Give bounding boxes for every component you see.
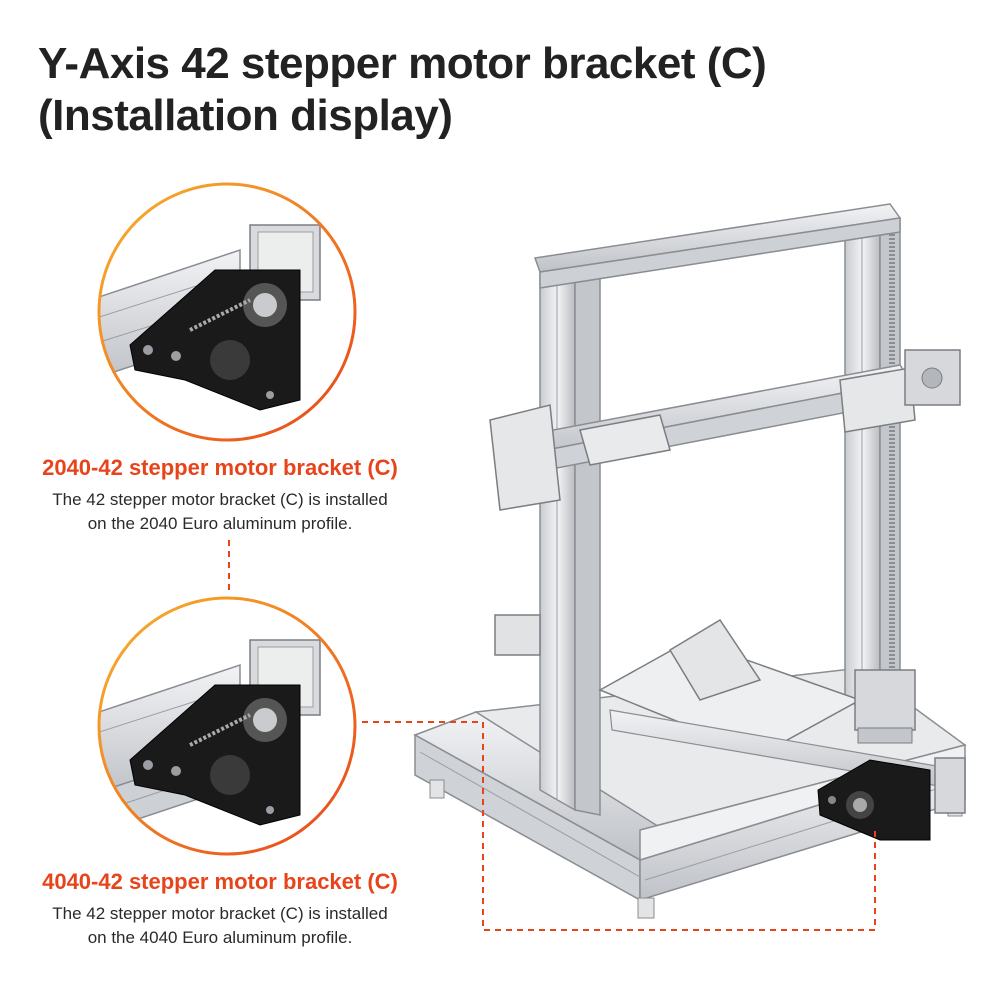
callout-desc-line: on the 4040 Euro aluminum profile. (87, 928, 353, 947)
callout-desc-line: on the 2040 Euro aluminum profile. (87, 514, 353, 533)
detail-circle-4040 (97, 596, 357, 856)
title-line-2: (Installation display) (38, 91, 453, 140)
dashed-connector (228, 540, 876, 931)
callout-heading: 2040-42 stepper motor bracket (C) (42, 455, 398, 480)
detail-circle-2040 (97, 182, 357, 442)
title-line-1: Y-Axis 42 stepper motor bracket (C) (38, 39, 767, 88)
callout-description: The 42 stepper motor bracket (C) is inst… (20, 902, 420, 950)
callout-2040: 2040-42 stepper motor bracket (C) The 42… (20, 454, 420, 536)
printer-frame (413, 203, 967, 919)
callout-heading: 4040-42 stepper motor bracket (C) (42, 869, 398, 894)
callout-4040: 4040-42 stepper motor bracket (C) The 42… (20, 868, 420, 950)
page-title: Y-Axis 42 stepper motor bracket (C) (Ins… (38, 38, 767, 142)
callout-anchor-dot (869, 818, 881, 830)
callout-desc-line: The 42 stepper motor bracket (C) is inst… (52, 904, 388, 923)
callout-desc-line: The 42 stepper motor bracket (C) is inst… (52, 490, 388, 509)
callout-description: The 42 stepper motor bracket (C) is inst… (20, 488, 420, 536)
